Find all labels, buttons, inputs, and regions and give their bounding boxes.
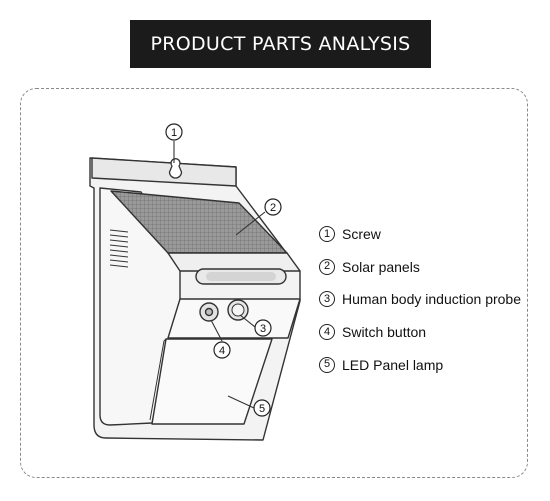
- callout-line-5: [227, 395, 255, 409]
- callout-line-2: [235, 211, 266, 236]
- legend-label: Screw: [342, 226, 381, 243]
- panel-ledge: [167, 252, 301, 272]
- callout-line-3: [239, 314, 256, 328]
- legend-number: 5: [319, 356, 335, 373]
- parts-legend: 1 Screw 2 Solar panels 3 Human body indu…: [319, 218, 521, 381]
- legend-label: Switch button: [342, 324, 427, 341]
- legend-number: 2: [319, 258, 335, 275]
- callout-marker-2: 2: [264, 198, 282, 216]
- svg-text:4: 4: [219, 345, 225, 357]
- svg-text:1: 1: [171, 127, 177, 139]
- title-banner: PRODUCT PARTS ANALYSIS: [130, 20, 431, 68]
- svg-text:5: 5: [259, 403, 265, 415]
- legend-label: LED Panel lamp: [342, 356, 444, 373]
- legend-number: 1: [319, 226, 335, 243]
- callout-marker-3: 3: [254, 319, 272, 337]
- svg-text:3: 3: [260, 323, 266, 335]
- vent-slots: [109, 229, 129, 268]
- legend-item: 5 LED Panel lamp: [319, 348, 521, 381]
- callout-marker-5: 5: [253, 399, 271, 417]
- banner-title: PRODUCT PARTS ANALYSIS: [150, 33, 411, 55]
- legend-label: Human body induction probe: [342, 291, 522, 308]
- callout-line-4: [210, 319, 223, 342]
- legend-number: 4: [319, 324, 335, 341]
- diagram-frame: [20, 88, 528, 478]
- legend-number: 3: [319, 291, 335, 308]
- callout-marker-1: 1: [165, 123, 183, 141]
- legend-item: 1 Screw: [319, 218, 521, 251]
- legend-item: 3 Human body induction probe: [319, 283, 521, 316]
- legend-label: Solar panels: [342, 258, 420, 275]
- callout-marker-4: 4: [213, 341, 231, 359]
- svg-text:2: 2: [270, 202, 276, 214]
- screw-keyhole: [168, 158, 183, 179]
- legend-item: 4 Switch button: [319, 316, 521, 349]
- legend-item: 2 Solar panels: [319, 251, 521, 284]
- mounting-tab: [91, 157, 237, 187]
